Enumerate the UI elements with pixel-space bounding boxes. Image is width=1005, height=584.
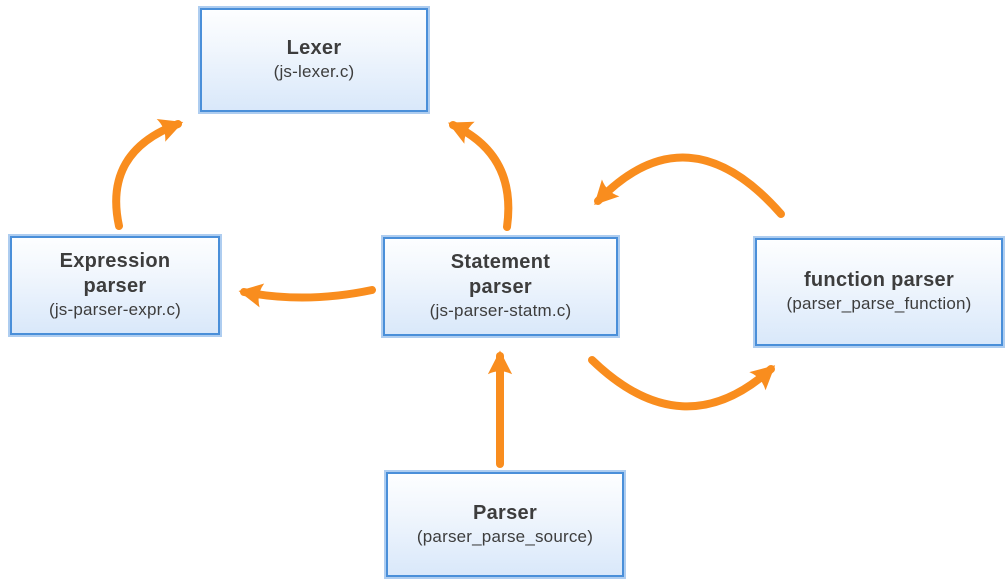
node-expression-parser: Expression parser (js-parser-expr.c) — [10, 236, 220, 335]
node-function-parser: function parser (parser_parse_function) — [755, 238, 1003, 346]
node-function-parser-subtitle: (parser_parse_function) — [786, 294, 972, 314]
node-lexer: Lexer (js-lexer.c) — [200, 8, 428, 112]
edge-expression-parser-to-lexer — [112, 119, 184, 230]
edge-statement-parser-to-expression-parser — [238, 283, 376, 308]
node-statement-parser-title: Statement parser — [450, 251, 551, 299]
node-expression-parser-subtitle: (js-parser-expr.c) — [48, 300, 182, 320]
node-lexer-subtitle: (js-lexer.c) — [273, 62, 355, 82]
node-parser-title: Parser — [472, 501, 538, 524]
node-lexer-title: Lexer — [286, 37, 342, 60]
edge-statement-parser-to-function-parser — [588, 356, 776, 411]
node-function-parser-title: function parser — [803, 269, 955, 292]
edge-function-parser-to-statement-parser — [594, 153, 785, 218]
edge-statement-parser-to-lexer — [447, 121, 513, 231]
node-parser-subtitle: (parser_parse_source) — [416, 526, 594, 546]
node-parser: Parser (parser_parse_source) — [386, 472, 624, 577]
node-statement-parser: Statement parser (js-parser-statm.c) — [383, 237, 618, 336]
node-statement-parser-subtitle: (js-parser-statm.c) — [429, 301, 572, 321]
node-expression-parser-title: Expression parser — [59, 250, 171, 298]
